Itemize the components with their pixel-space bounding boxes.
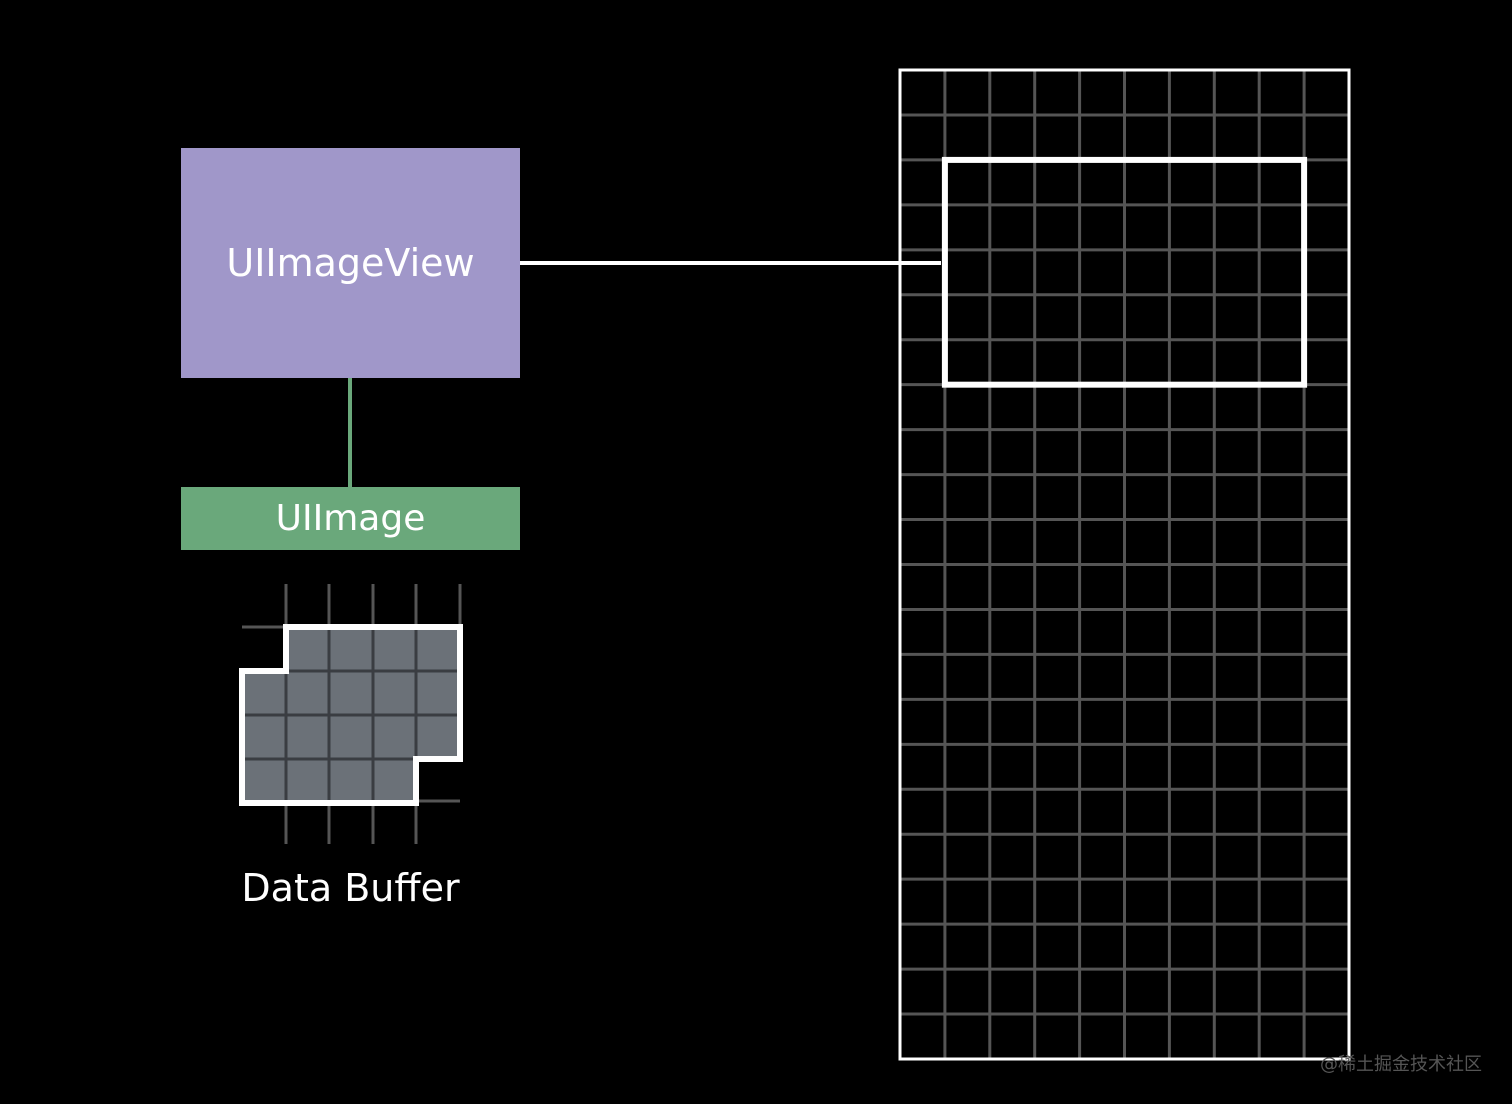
uiimage-box: UIImage [181,487,520,550]
data-buffer-graphic [239,584,463,844]
buffer-inner-grid [242,627,460,803]
view-to-image-connector [348,378,352,487]
view-to-screen-connector [520,261,941,265]
uiimageview-label: UIImageView [226,241,475,285]
data-buffer-label: Data Buffer [241,866,460,910]
buffer-outline [239,624,463,806]
screen-grid [898,68,1351,1061]
buffer-extension-lines [242,584,462,844]
uiimageview-box: UIImageView [181,148,520,378]
screen-border [898,68,1351,1061]
uiimage-label: UIImage [275,498,426,539]
image-view-viewport [941,156,1308,388]
watermark: @稀土掘金技术社区 [1320,1054,1482,1075]
screen-grid-lines [900,70,1349,1059]
